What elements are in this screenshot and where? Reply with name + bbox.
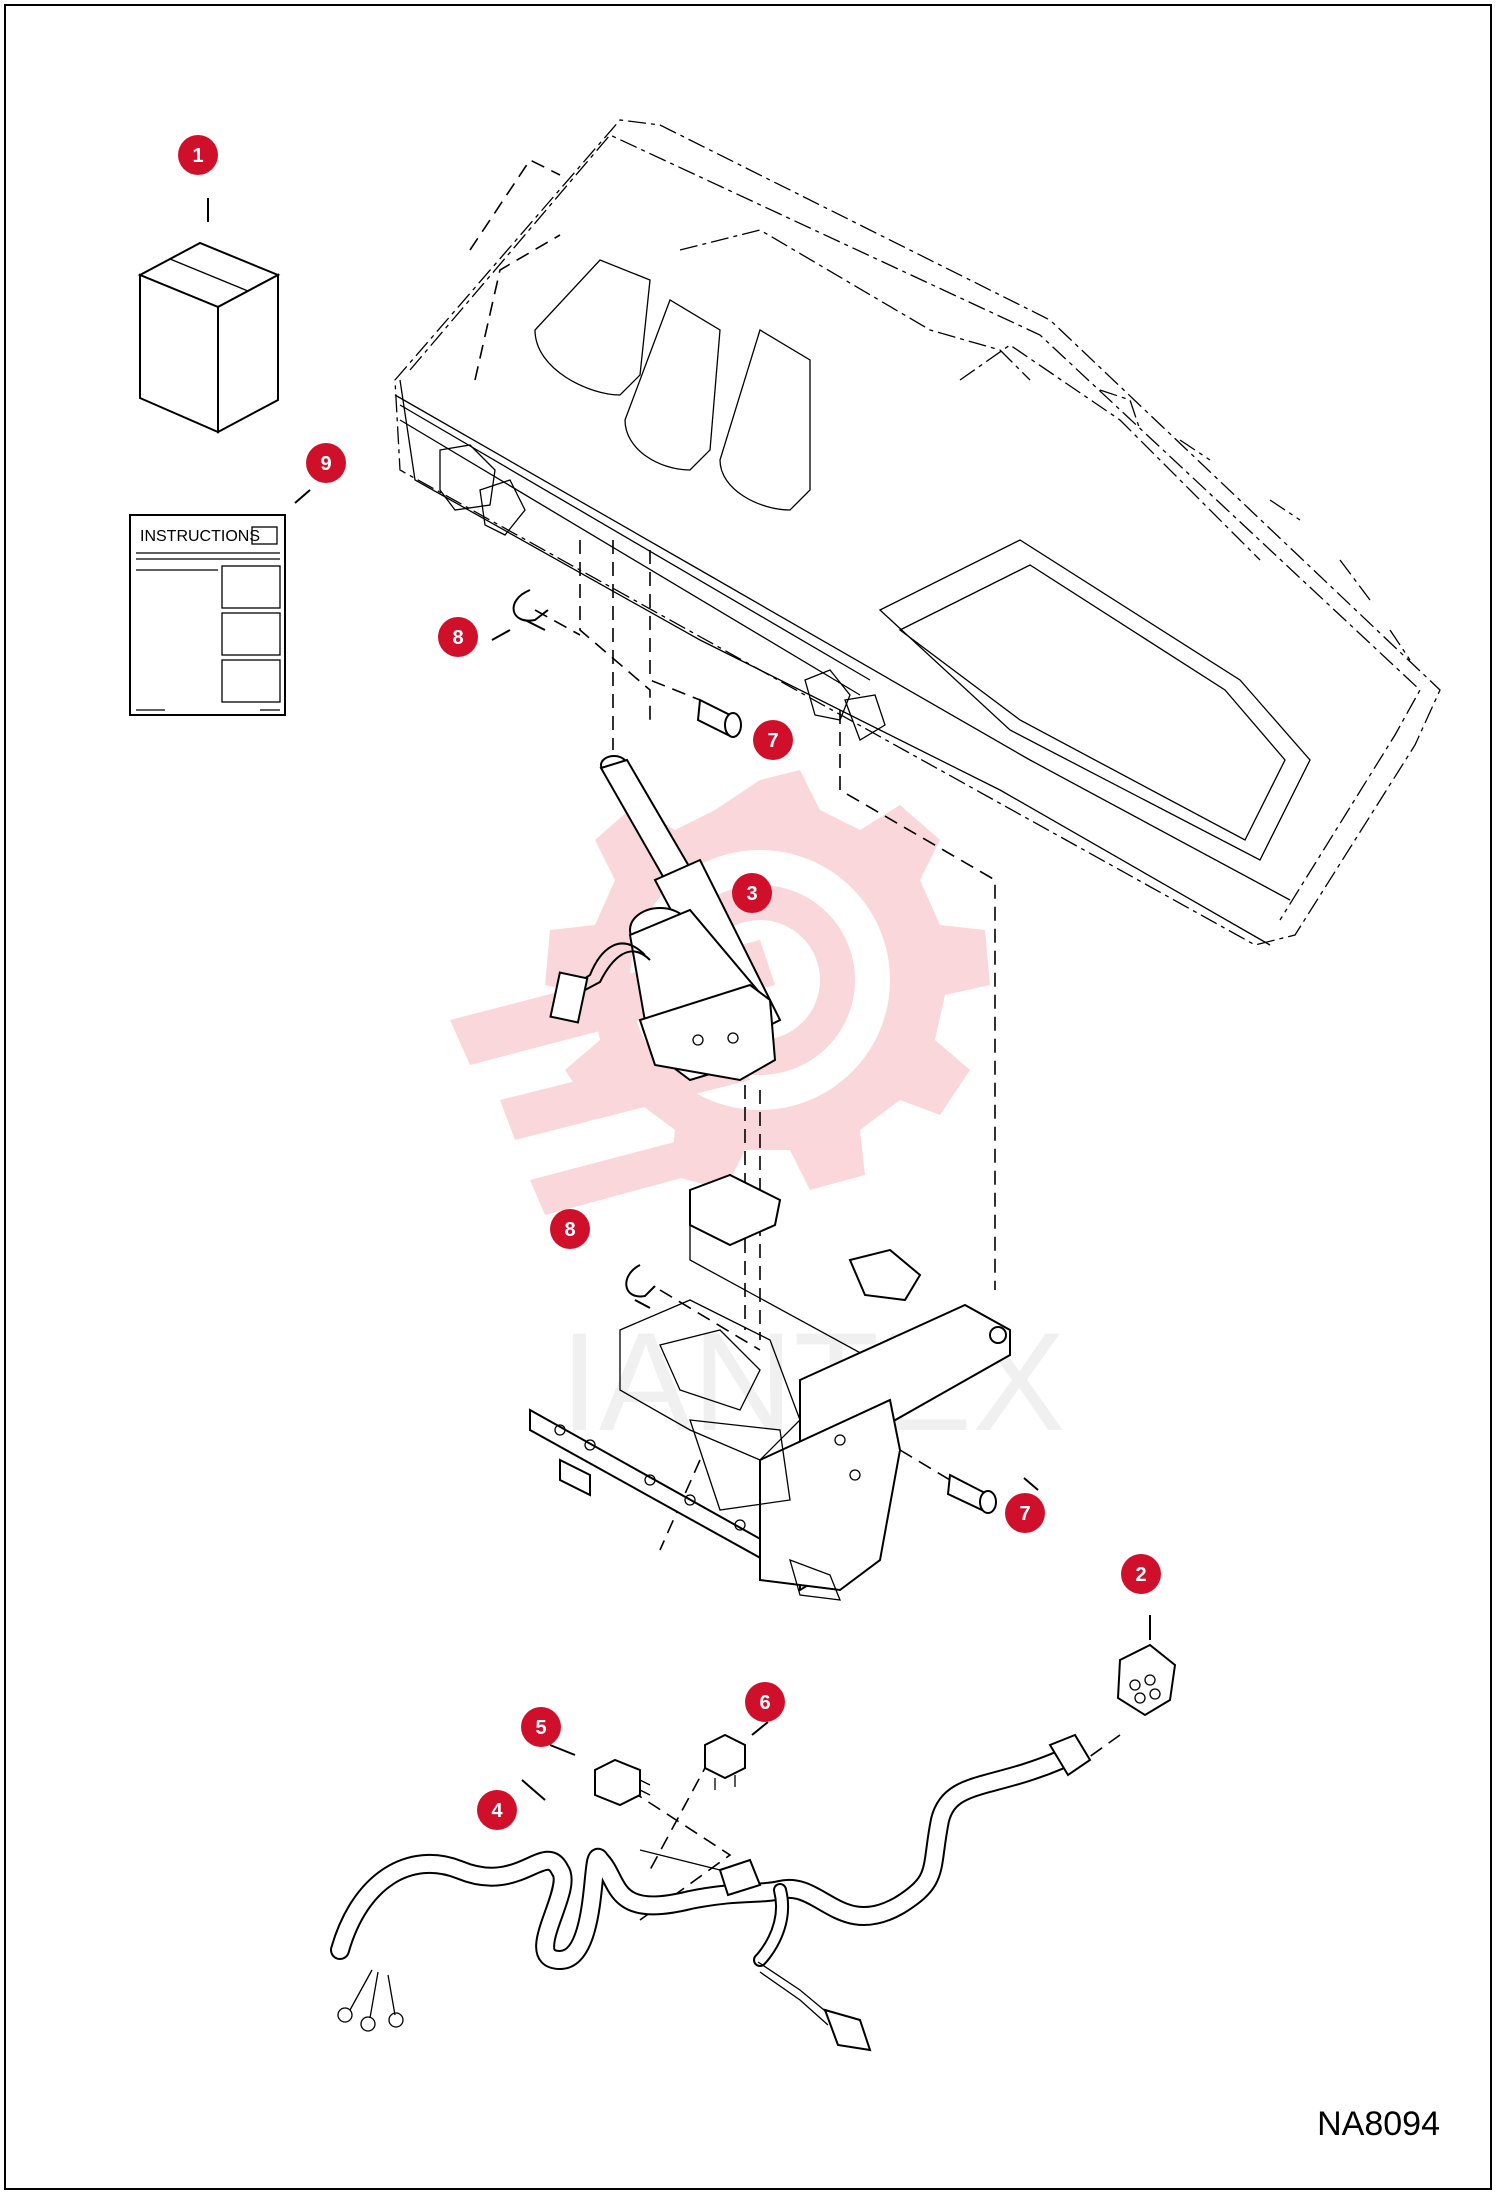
circuit-breaker-part [704,1733,746,1790]
callout-badge [1005,1493,1045,1533]
clevis-pin-lower [946,1473,997,1514]
callout-c5: 5 [521,1707,561,1747]
callout-badge [1121,1554,1161,1594]
callout-number: 4 [491,1800,503,1822]
callout-number: 8 [452,627,463,649]
callout-number: 5 [535,1717,546,1739]
callout-number: 7 [1019,1503,1030,1525]
callout-badge [306,443,346,483]
callout-number: 1 [192,145,203,167]
clevis-pin-upper [696,698,742,738]
callout-c1: 1 [178,135,218,175]
callout-c7b: 7 [1005,1493,1045,1533]
frame-bracket-assembly [529,1173,1011,1601]
alignment-lines [491,540,1151,1921]
callout-number: 8 [564,1219,575,1241]
callout-badge [438,617,478,657]
harness-connector-plug [1116,1643,1177,1717]
seat-tub-assembly [394,119,1441,946]
hair-pin-clip-lower [625,1264,656,1309]
callout-number: 7 [767,730,778,752]
relay-part [594,1758,651,1807]
wiring-harness [330,1733,1092,2052]
callout-c3: 3 [732,873,772,913]
box-kit-part [137,198,281,434]
callout-badge [178,135,218,175]
callout-c8b: 8 [550,1209,590,1249]
callout-badge [745,1682,785,1722]
callout-c7a: 7 [753,720,793,760]
hair-pin-clip-upper [512,589,549,631]
callout-c2: 2 [1121,1554,1161,1594]
figure-id: NA8094 [1317,2105,1440,2143]
instructions-label: INSTRUCTIONS [140,528,260,545]
page-frame [4,4,1492,2190]
callout-badge [521,1707,561,1747]
callout-number: 6 [759,1692,770,1714]
callout-c4: 4 [477,1790,517,1830]
callout-number: 3 [746,883,757,905]
callout-badge [477,1790,517,1830]
callout-number: 9 [320,453,331,475]
callout-layer: 1 9 8 7 3 8 7 2 6 5 4 [178,135,1161,1830]
instructions-sheet: INSTRUCTIONS [129,489,311,716]
callout-badge [753,720,793,760]
callout-badge [550,1209,590,1249]
callout-badge [732,873,772,913]
callout-number: 2 [1135,1564,1146,1586]
callout-c6: 6 [745,1682,785,1722]
callout-c8a: 8 [438,617,478,657]
linear-actuator [549,755,782,1082]
callout-c9: 9 [306,443,346,483]
